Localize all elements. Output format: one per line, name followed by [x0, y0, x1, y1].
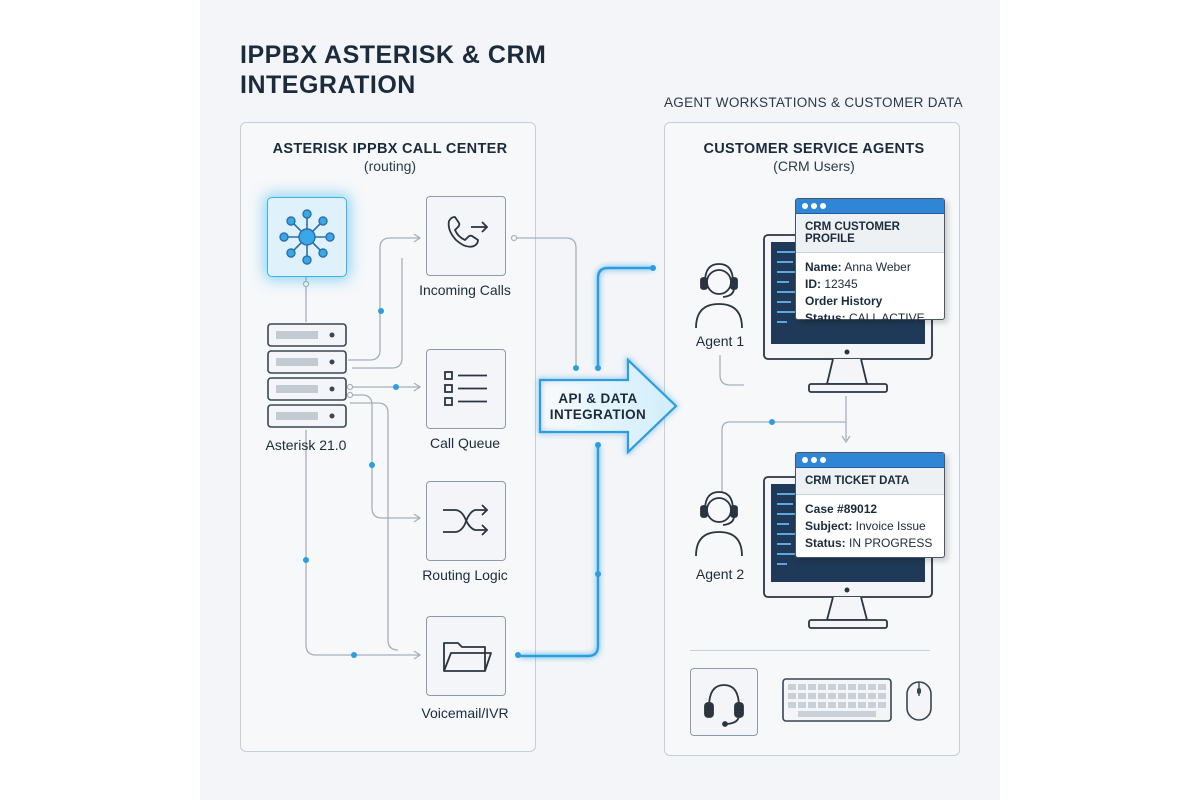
routing-logic-label: Routing Logic	[422, 567, 508, 583]
peripherals-divider	[690, 650, 930, 651]
voicemail-ivr-label: Voicemail/IVR	[421, 705, 509, 721]
agent-1-avatar-icon	[695, 263, 743, 329]
crm-profile-header: CRM CUSTOMER PROFILE	[796, 214, 944, 253]
crm-profile-line: Order History	[805, 294, 883, 308]
line-incoming	[348, 237, 420, 361]
folder-icon	[443, 642, 492, 672]
phone-forward-icon	[447, 216, 489, 248]
server-label: Asterisk 21.0	[265, 437, 347, 453]
headset-tile	[690, 668, 758, 736]
agent-2-label: Agent 2	[695, 566, 745, 582]
crm-ticket-data-card: CRM TICKET DATA Case #89012 Subject: Inv…	[795, 452, 945, 558]
call-queue-tile	[426, 349, 506, 429]
blue-line-top	[596, 266, 653, 368]
crm-customer-profile-card: CRM CUSTOMER PROFILE Name: Anna Weber ID…	[795, 198, 945, 325]
crm-profile-line: Name: Anna Weber	[805, 260, 911, 274]
agent-2-avatar-icon	[695, 491, 743, 557]
line-routing	[350, 394, 420, 519]
agents-panel-title: CUSTOMER SERVICE AGENTS	[703, 141, 925, 157]
crm-ticket-header: CRM TICKET DATA	[796, 468, 944, 495]
network-hub-icon	[279, 209, 335, 265]
integration-label: API & DATA INTEGRATION	[548, 391, 648, 423]
routing-logic-tile	[426, 481, 506, 561]
crm-profile-line: ID: 12345	[805, 277, 858, 291]
server-stack-icon	[267, 323, 347, 428]
line-incoming-arrow	[514, 237, 577, 370]
voicemail-ivr-tile	[426, 616, 506, 696]
crm-window-titlebar	[796, 199, 944, 214]
diagram-title: IPPBX ASTERISK & CRM INTEGRATION	[240, 41, 547, 99]
call-queue-label: Call Queue	[429, 435, 501, 451]
asterisk-panel-subtitle: (routing)	[363, 158, 417, 174]
asterisk-panel-title: ASTERISK IPPBX CALL CENTER	[272, 141, 508, 157]
shuffle-icon	[443, 504, 489, 536]
crm-profile-line: Status: CALL ACTIVE	[805, 311, 925, 325]
crm-ticket-line: Case #89012	[805, 502, 878, 516]
crm-window-titlebar	[796, 453, 944, 468]
mouse-icon	[906, 681, 932, 721]
agents-panel-subtitle: (CRM Users)	[773, 158, 855, 174]
incoming-calls-tile	[426, 196, 506, 276]
keyboard-icon	[782, 678, 892, 722]
integration-label-line1: API & DATA	[558, 391, 638, 406]
agent-1-label: Agent 1	[695, 333, 745, 349]
incoming-calls-label: Incoming Calls	[419, 282, 511, 298]
integration-label-line2: INTEGRATION	[549, 407, 647, 422]
crm-ticket-line: Subject: Invoice Issue	[805, 519, 926, 533]
crm-ticket-line: Status: IN PROGRESS	[805, 536, 933, 550]
line-voicemail	[305, 430, 420, 656]
right-section-heading: AGENT WORKSTATIONS & CUSTOMER DATA	[664, 95, 963, 110]
integration-arrow	[538, 357, 678, 455]
blue-line-bottom	[520, 445, 600, 658]
network-hub-tile	[267, 197, 347, 277]
headset-icon	[704, 684, 744, 727]
list-icon	[444, 371, 487, 406]
